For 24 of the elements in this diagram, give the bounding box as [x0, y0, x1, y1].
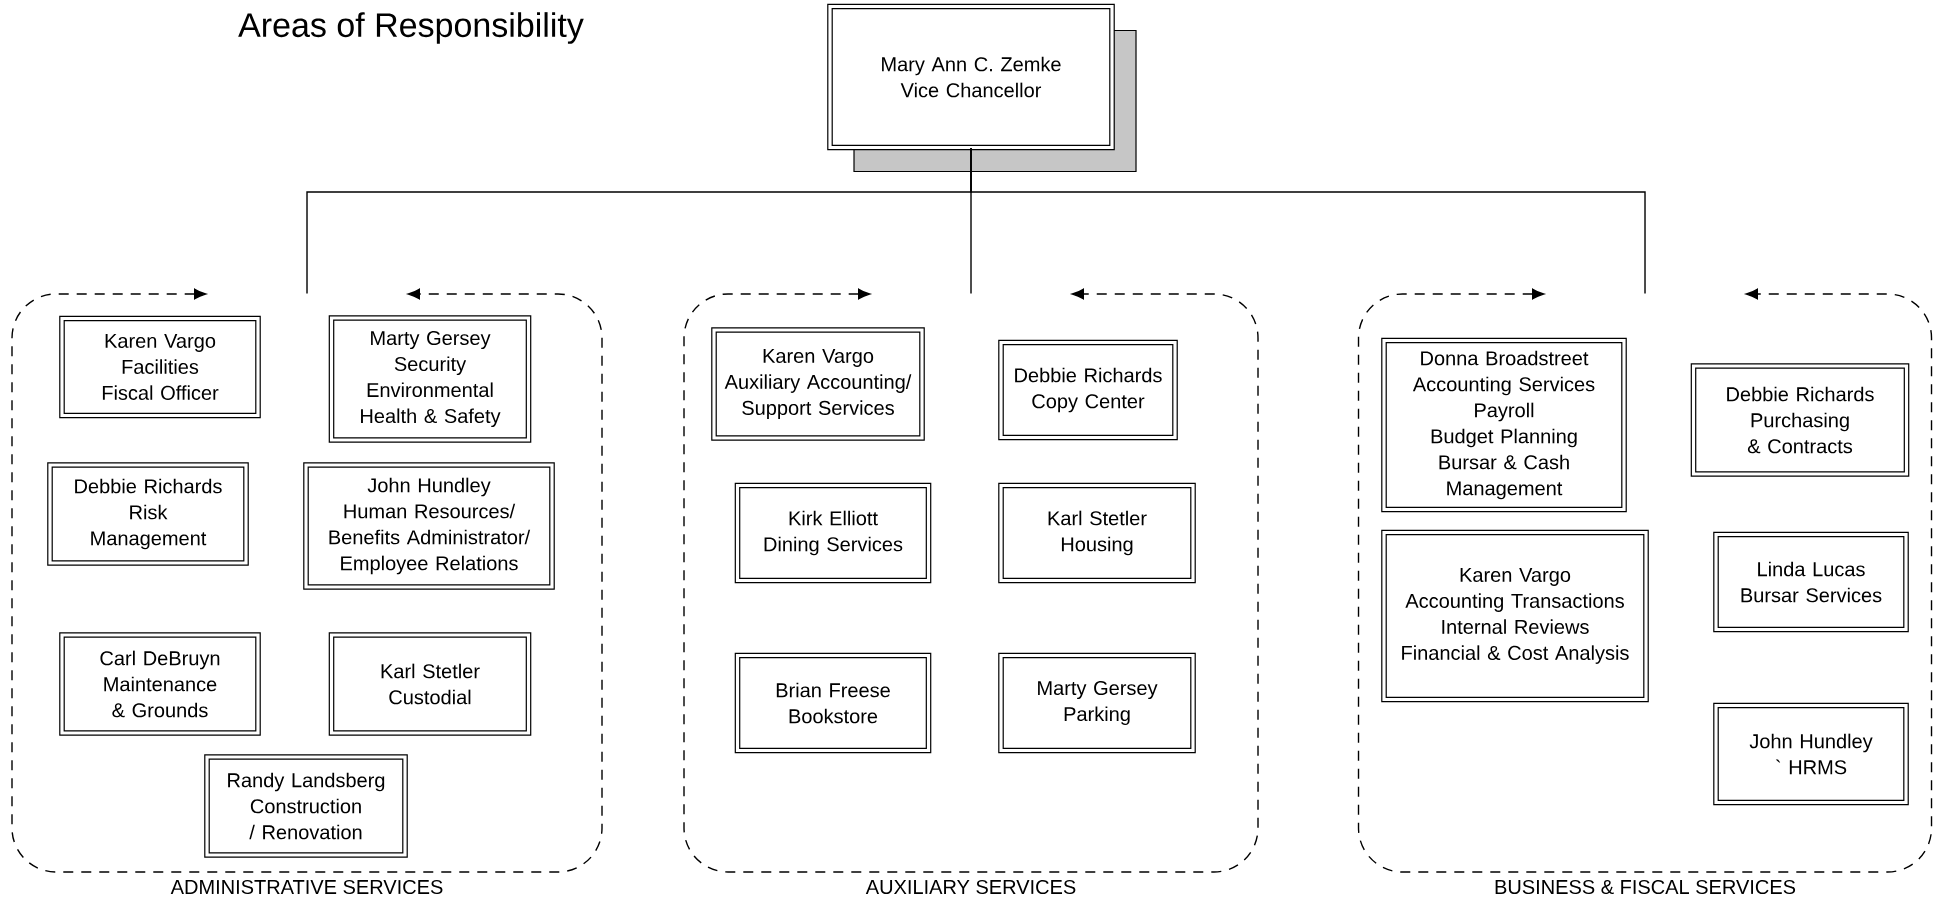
responsibility-box: Karen Vargo Accounting Transactions Internal Reviews Financial & Cost Analysis	[1381, 529, 1649, 703]
connector-line	[970, 147, 1646, 295]
responsibility-box: Brian Freese Bookstore	[734, 652, 932, 754]
responsibility-box: Donna Broadstreet Accounting Services Payroll Budget Planning Bursar & Cash Management	[1381, 337, 1627, 513]
responsibility-box: Carl DeBruyn Maintenance & Grounds	[59, 632, 261, 736]
title: Areas of Responsibility	[238, 12, 584, 44]
group-label: BUSINESS & FISCAL SERVICES	[1495, 879, 1796, 895]
responsibility-box: Karl Stetler Housing	[998, 482, 1196, 584]
responsibility-box: Debbie Richards Risk Management	[47, 462, 249, 566]
shadowed-title-box: Mary Ann C. Zemke Vice Chancellor	[827, 3, 1137, 173]
responsibility-box: Karen Vargo Facilities Fiscal Officer	[59, 315, 261, 419]
responsibility-box: John Hundley Human Resources/ Benefits Administrator/ Employee Relations	[303, 462, 555, 590]
responsibility-box: Karen Vargo Auxiliary Accounting/ Support Services	[711, 327, 925, 441]
group-label: ADMINISTRATIVE SERVICES	[170, 879, 443, 895]
group-label: AUXILIARY SERVICES	[865, 879, 1076, 895]
responsibility-box: Debbie Richards Purchasing & Contracts	[1690, 363, 1910, 477]
responsibility-box: Marty Gersey Security Environmental Health & Safety	[328, 315, 532, 443]
responsibility-box: Randy Landsberg Construction / Renovation	[204, 754, 408, 858]
responsibility-box: Debbie Richards Copy Center	[998, 339, 1178, 441]
responsibility-box: Linda Lucas Bursar Services	[1713, 531, 1909, 633]
responsibility-box: John Hundley ` HRMS	[1713, 702, 1909, 806]
responsibility-box: Marty Gersey Parking	[998, 652, 1196, 754]
responsibility-box: Karl Stetler Custodial	[328, 632, 532, 736]
responsibility-box: Kirk Elliott Dining Services	[734, 482, 932, 584]
